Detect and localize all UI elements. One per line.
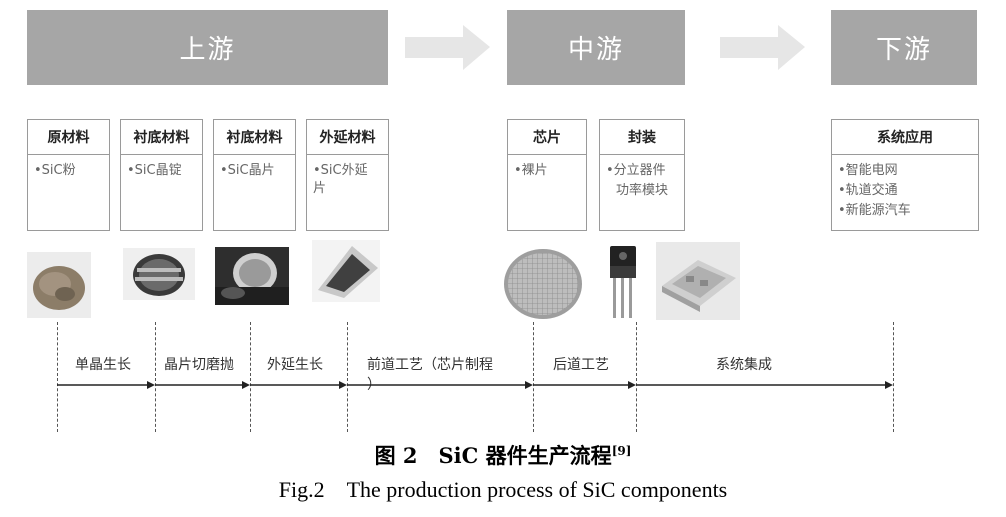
timeline-label-system-integration: 系统集成 (716, 357, 772, 373)
box-title: 系统应用 (832, 120, 978, 155)
box-item: •SiC粉 (34, 163, 76, 178)
sic-powder-image (27, 252, 91, 318)
stage-upstream: 上游 (27, 10, 388, 85)
timeline-divider (636, 322, 637, 432)
arrow-right-icon (720, 25, 805, 70)
box-system-application: 系统应用 •智能电网 •轨道交通 •新能源汽车 (831, 119, 979, 231)
box-item: •新能源汽车 (838, 203, 911, 218)
caption-english: Fig.2 The production process of SiC comp… (278, 477, 728, 502)
stage-downstream-label: 下游 (875, 35, 932, 65)
box-item: 片 (313, 181, 327, 196)
box-substrate-wafer: 衬底材料 •SiC晶片 (213, 119, 296, 231)
timeline-divider (533, 322, 534, 432)
timeline-divider (57, 322, 58, 432)
arrow-right-icon (250, 381, 347, 389)
stage-midstream: 中游 (507, 10, 685, 85)
box-chip: 芯片 •裸片 (507, 119, 587, 231)
arrow-right-icon (533, 381, 636, 389)
box-item: •轨道交通 (838, 183, 898, 198)
box-item: 功率模块 (616, 183, 669, 198)
arrow-right-icon (347, 381, 533, 389)
stage-upstream-label: 上游 (179, 35, 236, 65)
box-raw-material: 原材料 •SiC粉 (27, 119, 110, 231)
box-title: 封装 (600, 120, 684, 155)
sic-ingot-image (123, 248, 195, 300)
timeline-divider (347, 322, 348, 432)
timeline-divider (893, 322, 894, 432)
caption-chinese: 图 2 SiC 器件生产流程[9] (0, 440, 1006, 470)
timeline-divider (155, 322, 156, 432)
caption-reference: [9] (611, 444, 632, 458)
arrow-right-icon (405, 25, 490, 70)
sic-wafer-image (215, 247, 289, 305)
arrow-right-icon (636, 381, 893, 389)
box-item: •裸片 (514, 163, 548, 178)
box-epitaxy: 外延材料 •SiC外延 片 (306, 119, 389, 231)
box-item: •智能电网 (838, 163, 898, 178)
box-item: •分立器件 (606, 163, 666, 178)
timeline-label-wafer-processing: 晶片切磨抛 (164, 357, 234, 373)
bare-die-wafer-image (504, 249, 582, 319)
box-item: •SiC外延 (313, 163, 368, 178)
stage-midstream-label: 中游 (567, 35, 624, 65)
box-title: 衬底材料 (121, 120, 202, 155)
box-title: 原材料 (28, 120, 109, 155)
power-module-image (656, 242, 740, 320)
timeline-label-epitaxy: 外延生长 (267, 357, 323, 373)
box-package: 封装 •分立器件 功率模块 (599, 119, 685, 231)
box-title: 芯片 (508, 120, 586, 155)
box-substrate-ingot: 衬底材料 •SiC晶锭 (120, 119, 203, 231)
arrow-right-icon (155, 381, 250, 389)
box-item: •SiC晶片 (220, 163, 275, 178)
arrow-right-icon (57, 381, 155, 389)
timeline-divider (250, 322, 251, 432)
discrete-device-image (610, 246, 636, 318)
stage-downstream: 下游 (831, 10, 977, 85)
sic-epitaxial-wafer-image (312, 240, 380, 302)
box-title: 外延材料 (307, 120, 388, 155)
timeline-label-back-end: 后道工艺 (553, 357, 609, 373)
caption-chinese-text: 图 2 SiC 器件生产流程 (374, 443, 612, 468)
timeline-label-front-end: 前道工艺（芯片制程 (367, 357, 493, 373)
box-item: •SiC晶锭 (127, 163, 182, 178)
timeline-label-crystal-growth: 单晶生长 (75, 357, 131, 373)
box-title: 衬底材料 (214, 120, 295, 155)
